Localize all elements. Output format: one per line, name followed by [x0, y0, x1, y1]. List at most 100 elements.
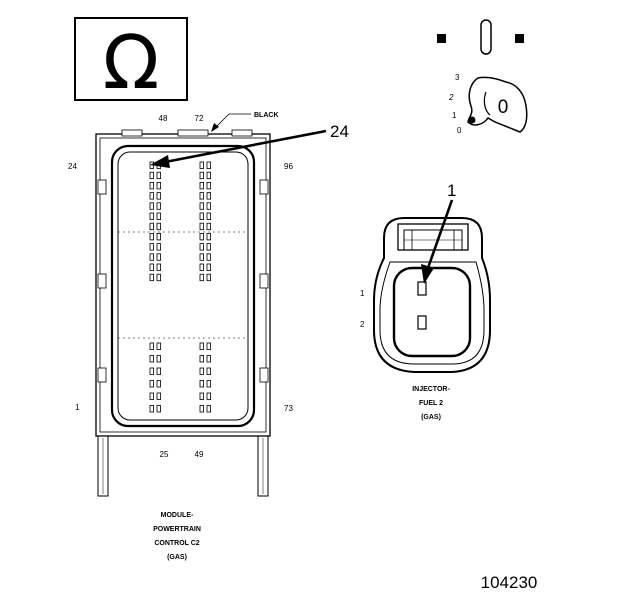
- pin-number-24: 24: [68, 162, 77, 171]
- dial-readout: 0: [498, 97, 509, 118]
- pin-cavity: [199, 181, 204, 190]
- pin-number-72: 72: [195, 114, 204, 123]
- pin-cavity: [156, 263, 161, 271]
- injector-caption-line-2: FUEL 2: [419, 400, 443, 407]
- dial-position-0: 0: [457, 126, 462, 135]
- pin-number-1: 1: [75, 403, 80, 412]
- injector-caption-line-3: (GAS): [421, 414, 441, 421]
- pin-cavity: [156, 222, 161, 231]
- pin-cavity: [149, 243, 154, 251]
- pin-cavity: [206, 355, 211, 363]
- injector-caption-line-1: INJECTOR-: [412, 386, 450, 393]
- pin-cavity: [149, 273, 154, 282]
- pin-cavity: [149, 355, 154, 363]
- pin-cavity: [156, 355, 161, 363]
- pin-cavity: [199, 202, 204, 210]
- pin-cavity: [206, 232, 211, 241]
- injector-pin-1-label: 1: [360, 289, 365, 298]
- pin-cavity: [199, 212, 204, 220]
- pin-number-25: 25: [160, 450, 169, 459]
- pin-cavity: [206, 222, 211, 231]
- pin-cavity: [206, 161, 211, 169]
- pin-cavity: [199, 367, 204, 375]
- pin-cavity: [156, 273, 161, 282]
- pin-cavity: [206, 263, 211, 271]
- injector-connector: 1 2 1 INJECTOR- FUEL 2 (GAS): [360, 181, 491, 421]
- pin-number-73: 73: [284, 404, 293, 413]
- pin-cavity: [199, 380, 204, 388]
- pin-cavity: [149, 405, 154, 413]
- injector-pin-2-label: 2: [360, 320, 365, 329]
- pin-cavity: [156, 392, 161, 400]
- pin-cavity: [149, 392, 154, 400]
- pin-cavity: [206, 202, 211, 210]
- pin-cavity: [206, 392, 211, 400]
- dial-position-1: 1: [452, 111, 457, 120]
- pin-cavity: [206, 212, 211, 220]
- pin-cavity: [206, 405, 211, 413]
- pin-cavity: [206, 253, 211, 261]
- pcm-caption-line-3: CONTROL C2: [154, 540, 199, 547]
- pin-cavity: [199, 243, 204, 251]
- pcm-connector: 48 72 24 96 1 73 25 49 BLACK 24 MODULE- …: [68, 112, 349, 561]
- pin-cavity: [156, 253, 161, 261]
- pin-cavity: [199, 171, 204, 180]
- pin-cavity: [206, 181, 211, 190]
- pin-cavity: [156, 202, 161, 210]
- ohmmeter-symbol-box: Ω: [74, 17, 188, 106]
- pin-cavity: [156, 405, 161, 413]
- meter-selector-icon: 0 3 2 1 0: [437, 19, 528, 135]
- pin-cavity: [149, 342, 154, 350]
- pin-cavity: [149, 192, 154, 200]
- callout-1: 1: [447, 181, 456, 200]
- connector-color-label: BLACK: [254, 112, 279, 119]
- pin-cavity-grid: [149, 161, 211, 413]
- pin-cavity: [156, 243, 161, 251]
- pin-cavity: [149, 202, 154, 210]
- pin-cavity: [206, 171, 211, 180]
- pin-cavity: [206, 192, 211, 200]
- pin-cavity: [156, 181, 161, 190]
- pin-cavity: [156, 367, 161, 375]
- callout-24: 24: [330, 122, 349, 141]
- ohm-icon: Ω: [103, 20, 160, 106]
- pin-cavity: [149, 232, 154, 241]
- pin-cavity: [199, 273, 204, 282]
- pin-cavity: [206, 342, 211, 350]
- pin-cavity: [199, 192, 204, 200]
- pin-number-48: 48: [159, 114, 168, 123]
- pin-cavity: [199, 253, 204, 261]
- pin-cavity: [206, 380, 211, 388]
- pcm-caption-line-4: (GAS): [167, 554, 187, 561]
- pcm-caption-line-1: MODULE-: [161, 512, 194, 519]
- pin-cavity: [149, 380, 154, 388]
- pin-cavity: [206, 243, 211, 251]
- dial-position-2: 2: [448, 93, 454, 102]
- pin-cavity: [199, 355, 204, 363]
- pin-number-96: 96: [284, 162, 293, 171]
- pin-cavity: [206, 273, 211, 282]
- pin-cavity: [199, 405, 204, 413]
- pin-cavity: [199, 232, 204, 241]
- pin-cavity: [149, 367, 154, 375]
- pin-cavity: [199, 342, 204, 350]
- pin-cavity: [156, 232, 161, 241]
- dial-position-3: 3: [455, 73, 460, 82]
- pin-cavity: [149, 263, 154, 271]
- pin-cavity: [156, 380, 161, 388]
- pin-cavity: [149, 253, 154, 261]
- pcm-connector-caption: MODULE- POWERTRAIN CONTROL C2 (GAS): [153, 512, 201, 561]
- pin-cavity: [149, 222, 154, 231]
- pin-cavity: [156, 342, 161, 350]
- pcm-caption-line-2: POWERTRAIN: [153, 526, 201, 533]
- pin-cavity: [149, 212, 154, 220]
- pin-cavity: [149, 181, 154, 190]
- pin-cavity: [199, 222, 204, 231]
- pin-cavity: [149, 171, 154, 180]
- pin-number-49: 49: [195, 450, 204, 459]
- pin-cavity: [199, 161, 204, 169]
- pin-cavity: [199, 263, 204, 271]
- pin-cavity: [156, 212, 161, 220]
- pin-cavity: [156, 192, 161, 200]
